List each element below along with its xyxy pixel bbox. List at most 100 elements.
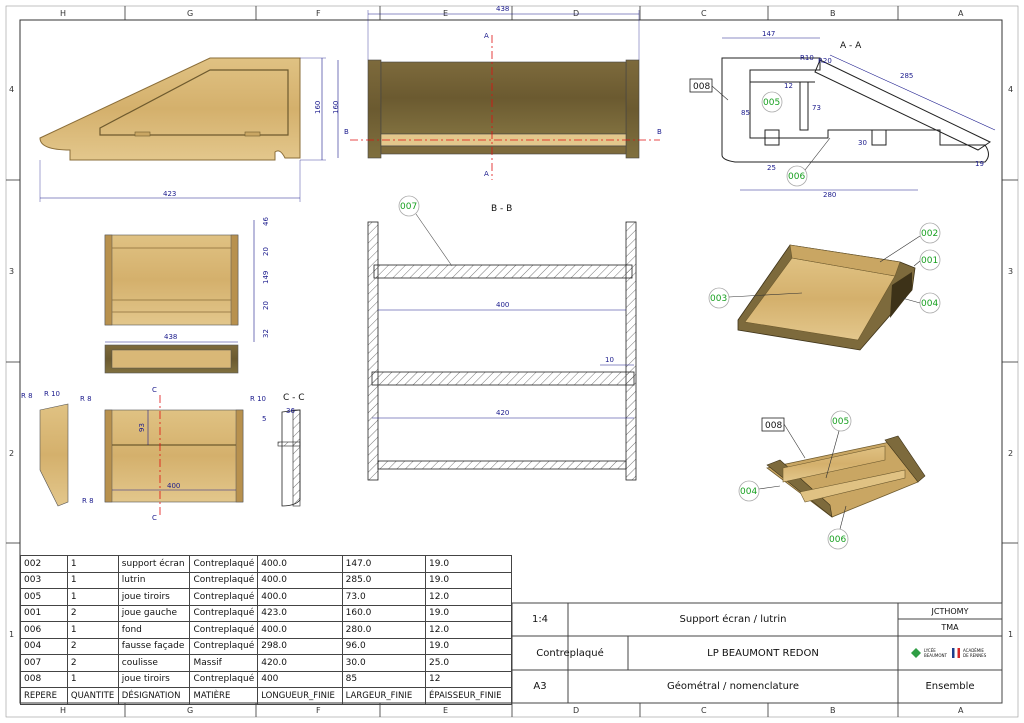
bom-cell: support écran xyxy=(117,555,191,573)
bom-cell: 003 xyxy=(20,571,68,589)
bom-cell: Contreplaqué xyxy=(189,571,259,589)
svg-text:H: H xyxy=(60,9,66,18)
dim-aa-12: 12 xyxy=(784,82,793,90)
svg-text:B: B xyxy=(830,706,836,715)
svg-text:2: 2 xyxy=(9,449,14,458)
bom-header-cell: QUANTITE xyxy=(66,687,119,705)
bom-cell: 400.0 xyxy=(257,588,343,606)
bom-cell: 1 xyxy=(66,670,119,688)
drawing-subtitle: Géométral / nomenclature xyxy=(667,681,799,692)
dim-drawer-93: 93 xyxy=(138,423,146,432)
section-mark-b-right: B xyxy=(657,128,662,136)
dim-front-width: 438 xyxy=(496,5,509,13)
bom-cell: 1 xyxy=(66,571,119,589)
dim-drawer-20a: 20 xyxy=(262,247,270,256)
dim-aa-85: 85 xyxy=(741,109,750,117)
section-mark-c-top: C xyxy=(152,386,157,394)
svg-text:4: 4 xyxy=(1008,85,1013,94)
academie-logo: ACADÉMIE DE RENNES xyxy=(952,648,989,658)
dim-r10: R 10 xyxy=(44,390,60,398)
bom-cell: 285.0 xyxy=(341,571,427,589)
bom-cell: 1 xyxy=(66,588,119,606)
bom-cell: 2 xyxy=(66,637,119,655)
dim-bb-400: 400 xyxy=(496,301,509,309)
svg-text:3: 3 xyxy=(1008,267,1013,276)
bom-cell: Contreplaqué xyxy=(189,604,259,622)
svg-text:A: A xyxy=(958,9,964,18)
dim-aa-30: 30 xyxy=(858,139,867,147)
dim-front-height: 160 xyxy=(332,101,340,114)
bom-cell: 30.0 xyxy=(341,654,427,672)
dim-drawer-32: 32 xyxy=(262,329,270,338)
dim-cc-5: 5 xyxy=(262,415,266,423)
dim-drawer-20b: 20 xyxy=(262,301,270,310)
callout-001: 001 xyxy=(921,256,938,266)
bom-cell: fond xyxy=(117,621,191,639)
bom-cell: 002 xyxy=(20,555,68,573)
svg-text:C: C xyxy=(701,9,707,18)
callout-003: 003 xyxy=(710,294,727,304)
format-value: A3 xyxy=(533,681,547,692)
callout-006-aa: 006 xyxy=(788,172,805,182)
bom-cell: 12 xyxy=(425,670,512,688)
bom-cell: 004 xyxy=(20,637,68,655)
bom-cell: 400.0 xyxy=(257,621,343,639)
bom-header-cell: LARGEUR_FINIE xyxy=(341,687,427,705)
dim-cc-r10: R 10 xyxy=(250,395,266,403)
drawer-side-view: R 8 R 10 R 8 R 8 xyxy=(21,390,94,507)
section-cc-view: C - C R 10 5 36 xyxy=(250,393,305,507)
author-2: TMA xyxy=(941,623,959,632)
svg-text:H: H xyxy=(60,706,66,715)
svg-text:E: E xyxy=(443,9,448,18)
bom-cell: Massif xyxy=(189,654,259,672)
callout-007: 007 xyxy=(400,202,417,212)
bom-cell: 2 xyxy=(66,654,119,672)
dim-aa-147: 147 xyxy=(762,30,775,38)
bom-cell: Contreplaqué xyxy=(189,621,259,639)
dim-drawer-149: 149 xyxy=(262,271,270,284)
dim-aa-73: 73 xyxy=(812,104,821,112)
callout-005-iso: 005 xyxy=(832,417,849,427)
bom-cell: 423.0 xyxy=(257,604,343,622)
bom-cell: 73.0 xyxy=(341,588,427,606)
svg-text:G: G xyxy=(187,706,193,715)
bom-header-cell: DÉSIGNATION xyxy=(117,687,191,705)
bom-cell: 298.0 xyxy=(257,637,343,655)
callout-005-aa: 005 xyxy=(763,98,780,108)
bom-cell: joue gauche xyxy=(117,604,191,622)
bom-cell: fausse façade xyxy=(117,637,191,655)
svg-text:E: E xyxy=(443,706,448,715)
bom-cell: 005 xyxy=(20,588,68,606)
bom-cell: 19.0 xyxy=(425,604,512,622)
titleblock-frame xyxy=(511,602,1003,704)
dim-cc-36: 36 xyxy=(286,407,295,415)
bom-cell: Contreplaqué xyxy=(189,637,259,655)
dim-drawer-400: 400 xyxy=(167,482,180,490)
bom-cell: 12.0 xyxy=(425,621,512,639)
bom-cell: 19.0 xyxy=(425,555,512,573)
school-name: LP BEAUMONT REDON xyxy=(707,647,819,659)
svg-text:A: A xyxy=(958,706,964,715)
dim-r8-a: R 8 xyxy=(21,392,33,400)
dim-aa-25: 25 xyxy=(767,164,776,172)
svg-text:1: 1 xyxy=(9,630,14,639)
dim-r8-c: R 8 xyxy=(82,497,94,505)
callout-008-aa: 008 xyxy=(693,82,710,92)
bom-header-cell: ÉPAISSEUR_FINIE xyxy=(425,687,512,705)
author-1: JCTHOMY xyxy=(931,606,969,616)
zone-letters-bottom: H G F E D C B A xyxy=(60,706,964,715)
bom-cell: 007 xyxy=(20,654,68,672)
dim-aa-285: 285 xyxy=(900,72,913,80)
bom-cell: 12.0 xyxy=(425,588,512,606)
svg-text:F: F xyxy=(316,706,321,715)
dim-side-height: 160 xyxy=(314,101,322,114)
bom-cell: 85 xyxy=(341,670,427,688)
bom-cell: lutrin xyxy=(117,571,191,589)
bom-cell: joue tiroirs xyxy=(117,588,191,606)
